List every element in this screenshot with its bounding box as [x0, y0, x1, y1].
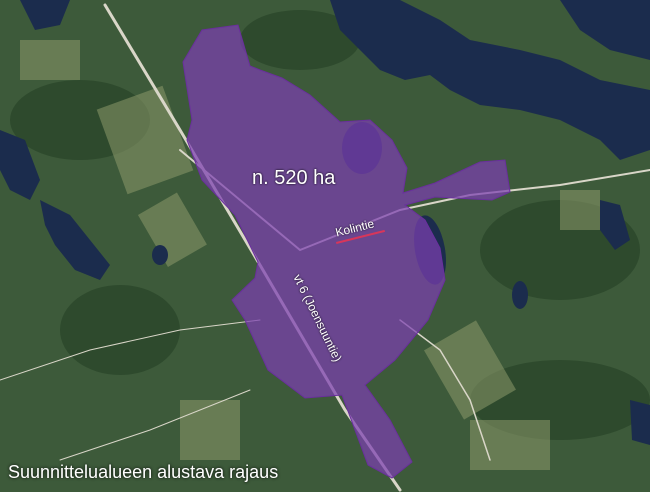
area-size-label: n. 520 ha [252, 167, 336, 189]
planning-area-boundary[interactable] [182, 24, 511, 479]
map-caption: Suunnittelualueen alustava rajaus [8, 462, 279, 482]
lakes [0, 0, 650, 445]
fields [20, 40, 600, 470]
